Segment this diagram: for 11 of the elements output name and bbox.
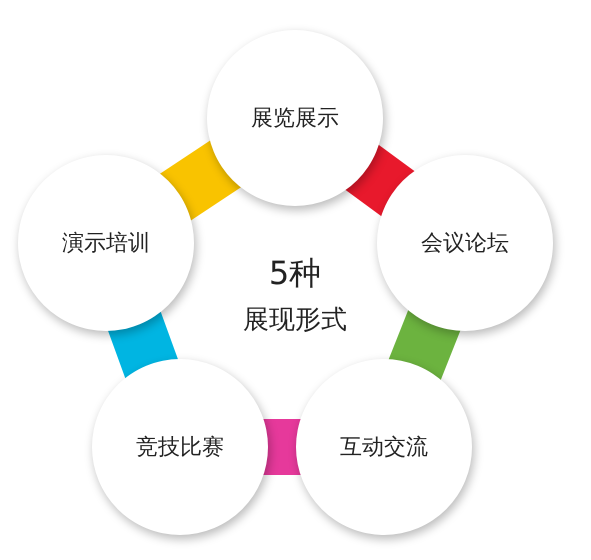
connector-band	[263, 419, 301, 475]
node-label: 演示培训	[62, 230, 150, 258]
node-label: 竞技比赛	[136, 434, 224, 462]
connector-band	[345, 144, 415, 216]
node-label: 互动交流	[340, 434, 428, 462]
node-label: 展览展示	[251, 105, 339, 133]
connector-band	[388, 310, 460, 380]
center-label: 展现形式	[242, 304, 348, 337]
node-label: 会议论坛	[421, 230, 509, 258]
center-number: 5种	[268, 253, 322, 294]
connector-band	[160, 140, 242, 221]
